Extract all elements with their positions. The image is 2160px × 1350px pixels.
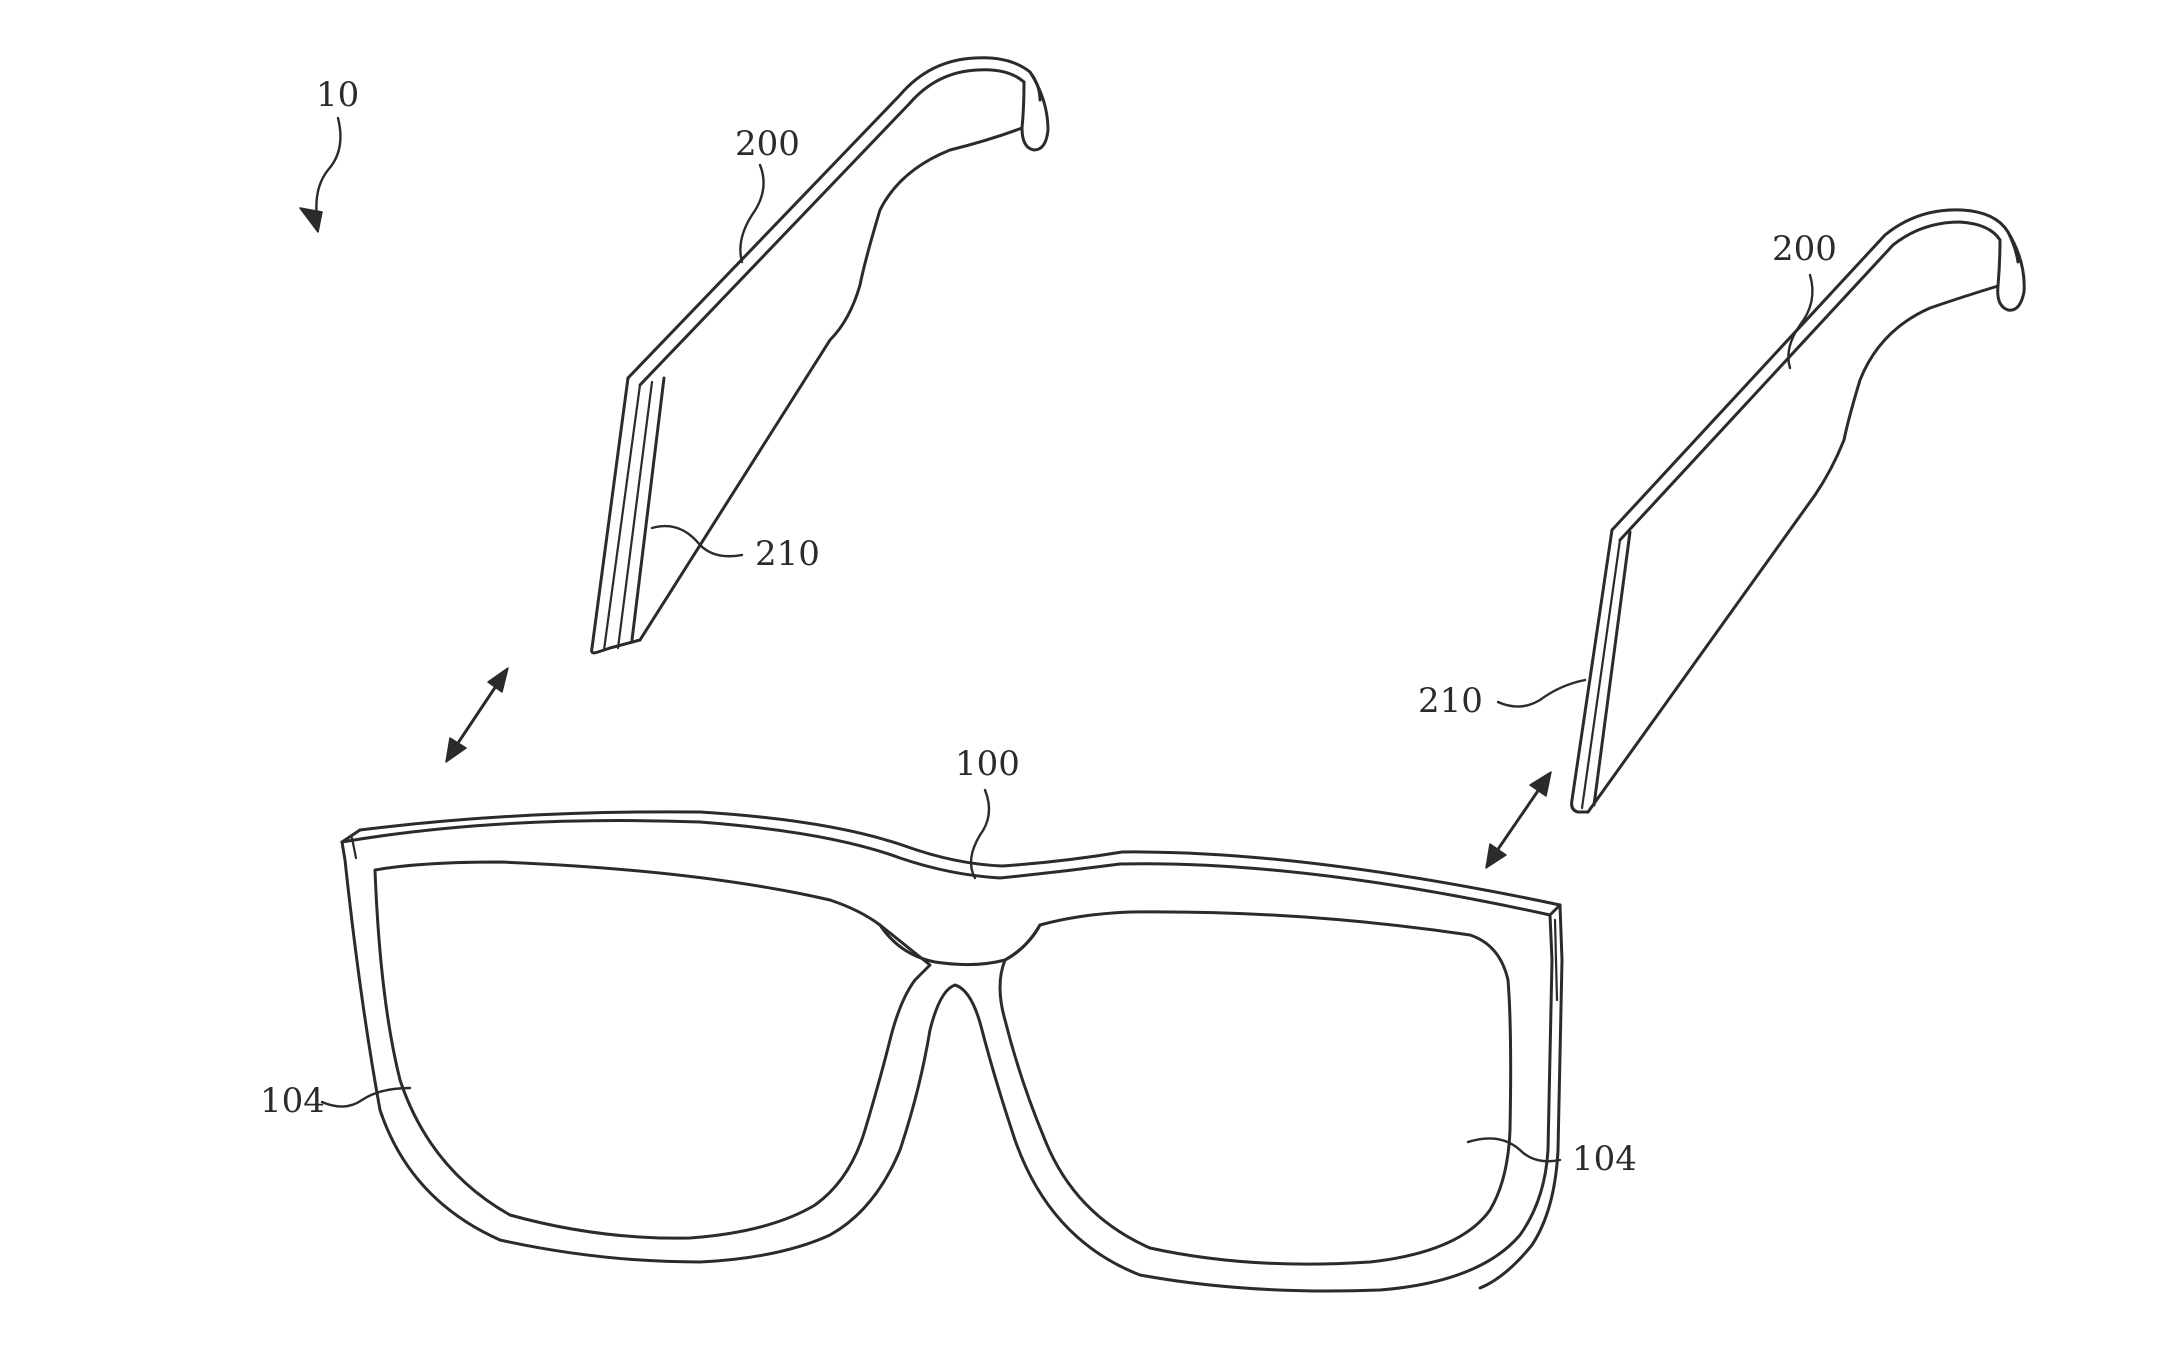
label-lens-right: 104 (1572, 1139, 1637, 1179)
label-temple-left: 200 (735, 124, 800, 164)
leader-lines (320, 163, 1814, 1163)
temple-arm-right (1570, 208, 2026, 814)
temple-arm-left (590, 56, 1050, 655)
label-frame: 100 (955, 744, 1020, 784)
assembly-reference-arrow (299, 116, 342, 233)
label-temple-right: 200 (1772, 229, 1837, 269)
label-connector-left: 210 (755, 534, 820, 574)
attach-arrow-right (1485, 771, 1552, 869)
label-assembly: 10 (316, 75, 359, 115)
label-lens-left: 104 (260, 1081, 325, 1121)
label-connector-right: 210 (1418, 681, 1483, 721)
attach-arrow-left (445, 667, 509, 763)
frame (340, 810, 1564, 1293)
